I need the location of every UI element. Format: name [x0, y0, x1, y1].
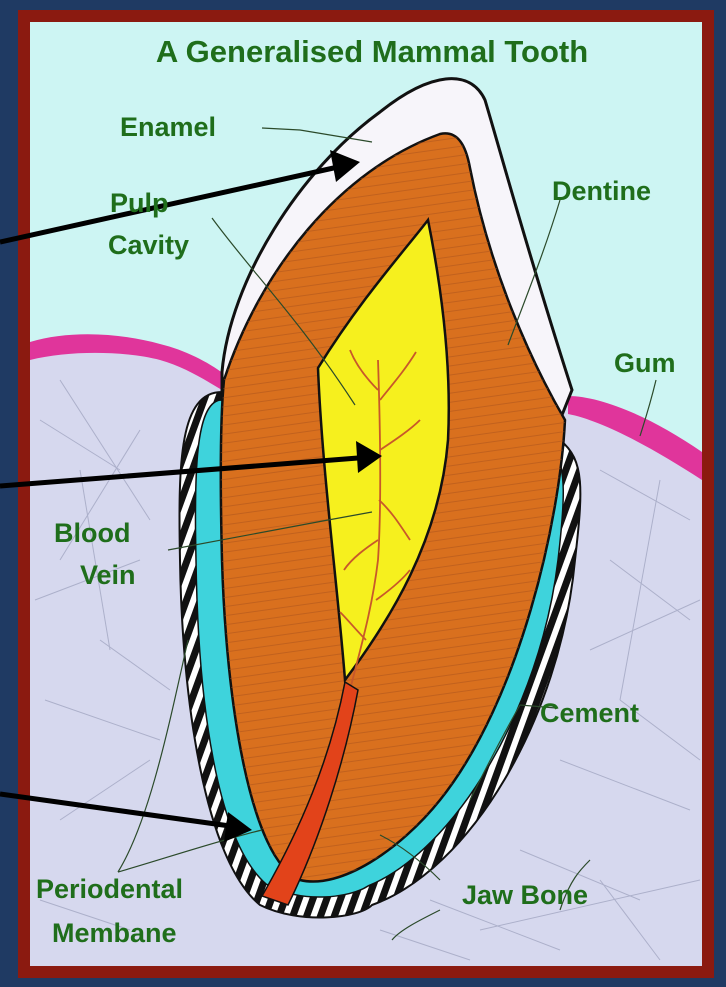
label-enamel: Enamel [120, 112, 216, 142]
label-cavity: Cavity [108, 230, 189, 260]
label-blood: Blood [54, 518, 130, 548]
label-vein: Vein [80, 560, 136, 590]
label-periodental: Periodental [36, 874, 183, 904]
label-membane: Membane [52, 918, 177, 948]
label-gum: Gum [614, 348, 676, 378]
label-jaw-bone: Jaw Bone [462, 880, 588, 910]
diagram-title: A Generalised Mammal Tooth [156, 34, 588, 69]
label-dentine: Dentine [552, 176, 651, 206]
label-cement: Cement [540, 698, 639, 728]
label-pulp: Pulp [110, 188, 169, 218]
